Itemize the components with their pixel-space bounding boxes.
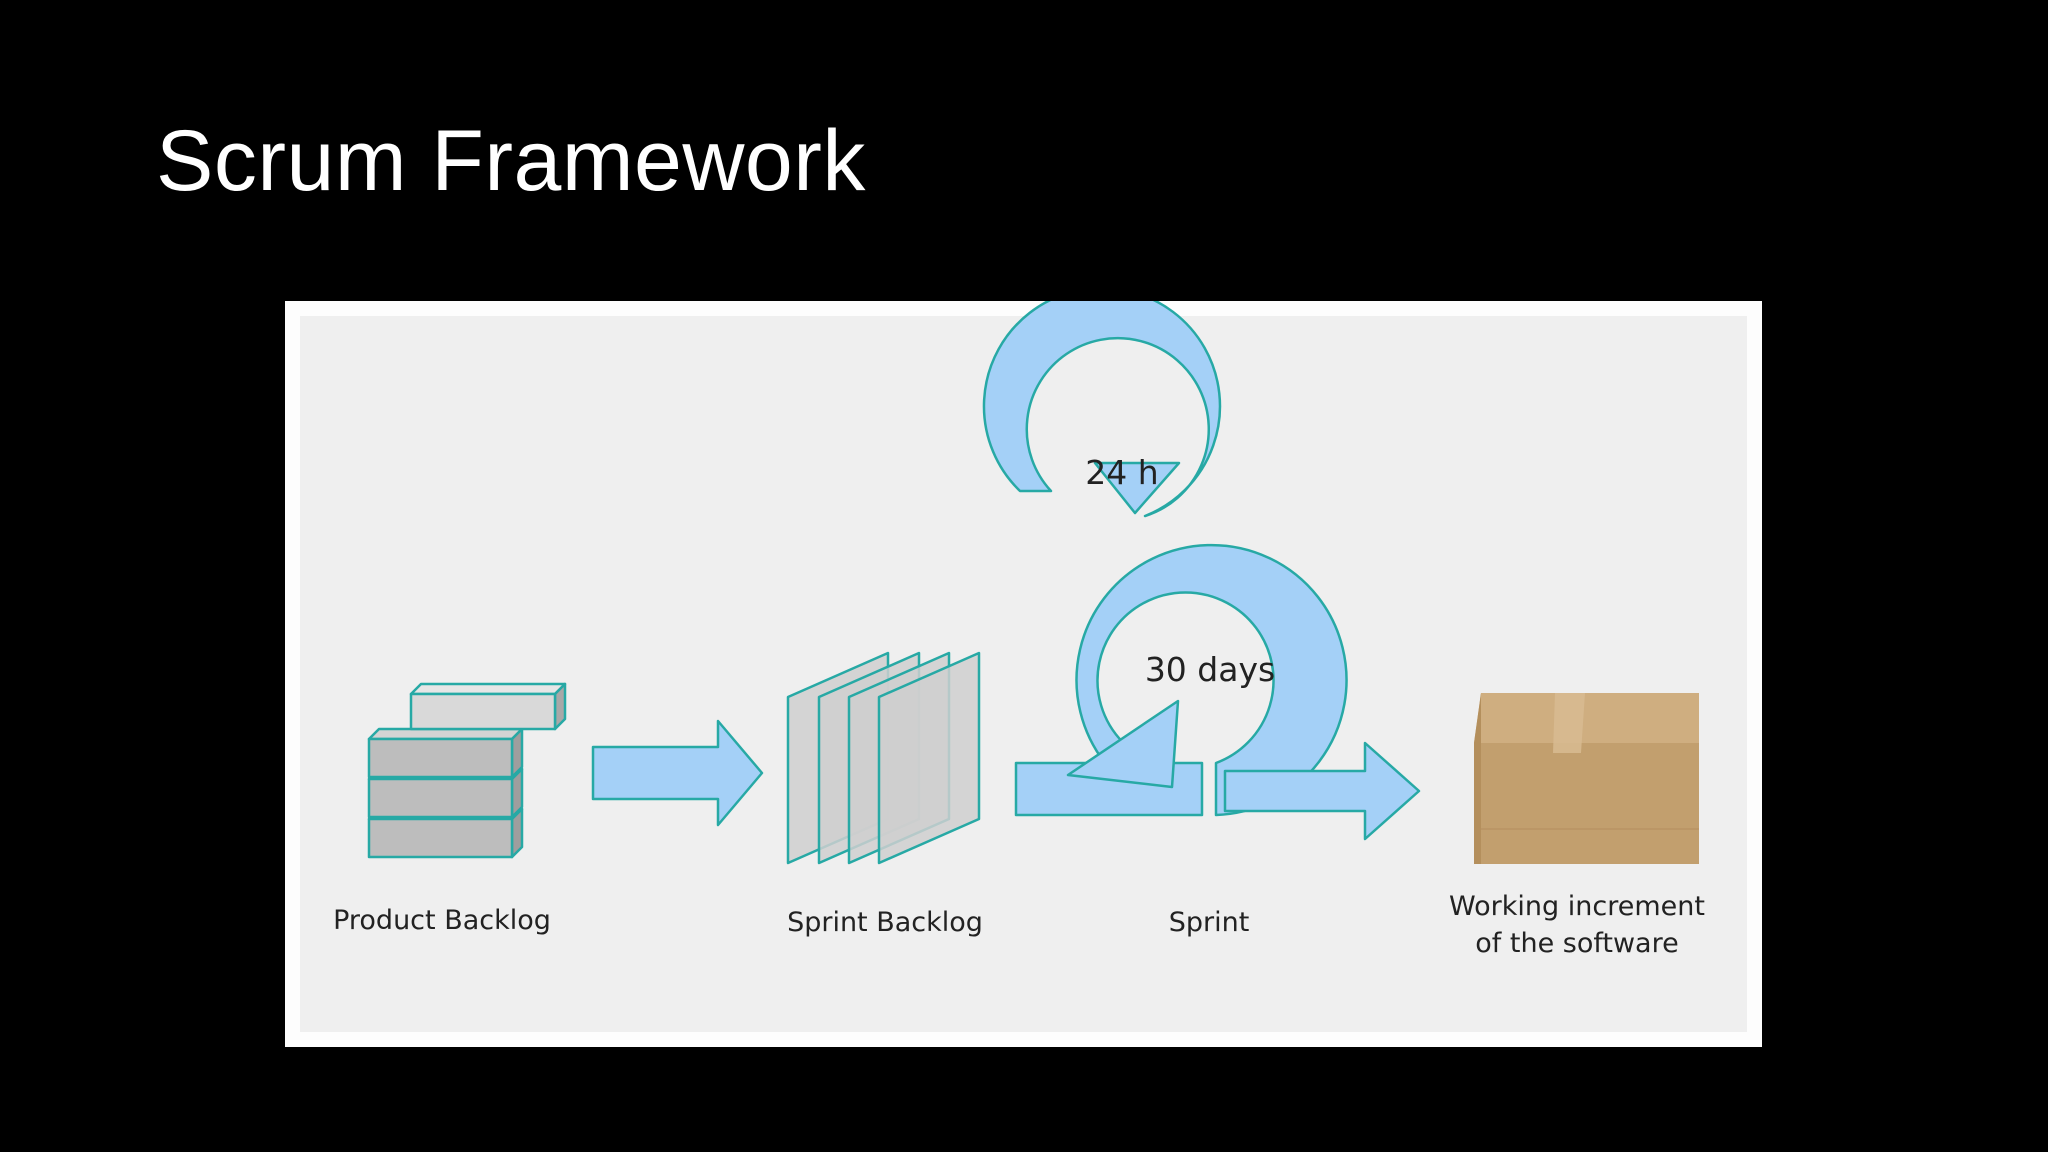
backlog-block (409, 682, 567, 731)
backlog-block (367, 727, 524, 779)
right-arrow (591, 719, 764, 827)
product-backlog-stack (367, 682, 567, 859)
backlog-sheet (877, 651, 981, 865)
working-increment-label-line2: of the software (1475, 928, 1678, 959)
daily-cycle-label: 24 h (1085, 453, 1158, 492)
sprint-cycle-label: 30 days (1145, 650, 1275, 689)
daily-cycle-arrow (982, 301, 1222, 518)
sprint-cycle-arrow (1014, 543, 1421, 841)
product-backlog-label: Product Backlog (333, 905, 551, 936)
package-box (1474, 693, 1699, 864)
sprint-backlog-label: Sprint Backlog (787, 907, 983, 938)
slide-title: Scrum Framework (156, 113, 866, 209)
scrum-diagram: 24 h 30 days Product Backlog Sprint Back… (285, 301, 1762, 1047)
sprint-label: Sprint (1169, 907, 1250, 938)
working-increment-label-line1: Working increment (1449, 891, 1705, 922)
sprint-backlog-sheets (786, 651, 981, 865)
